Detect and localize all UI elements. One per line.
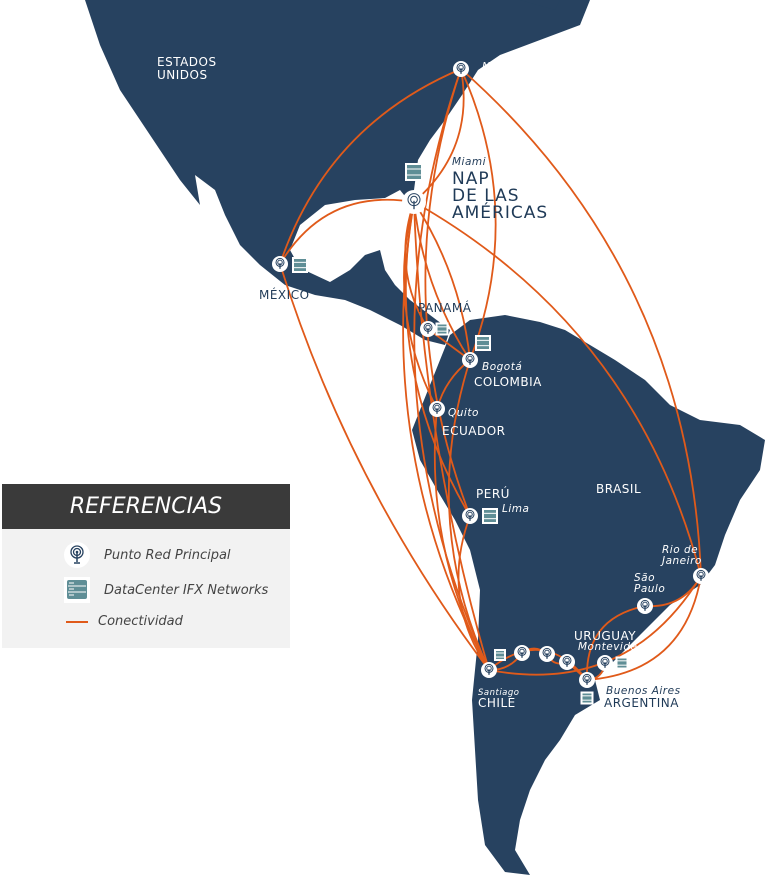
label-rio-2: Janeiro [662, 555, 702, 567]
connection-mia-bog [413, 201, 471, 361]
scl-antenna-icon [481, 662, 497, 678]
connection-mia-bog [413, 201, 471, 361]
legend-item-connection: Conectividad [66, 614, 183, 629]
label-miami: Miami [452, 156, 487, 168]
label-montevideo: Montevideo [578, 641, 645, 653]
label-nap-2: DE LAS [452, 186, 520, 206]
connection-ny-rio [460, 68, 702, 577]
label-mexico: MÉXICO [259, 288, 310, 302]
connection-ny-scl [413, 68, 490, 671]
label-usa-1: ESTADOS [157, 55, 217, 69]
mvd-antenna-icon [597, 655, 613, 671]
label-brasil: BRASIL [596, 482, 642, 496]
label-nap-1: NAP [452, 169, 490, 189]
legend: REFERENCIAS Punto Red Principal DataCent… [2, 484, 290, 648]
south-america-landmass [412, 315, 765, 875]
connection-uio-scl [433, 408, 490, 671]
label-usa-2: UNIDOS [157, 68, 208, 82]
mia-antenna-icon [402, 190, 426, 214]
connection-ny-mia [413, 68, 465, 203]
pan-antenna-icon [420, 321, 436, 337]
label-sp-1: São [634, 572, 656, 584]
colombia-datacenter-icon [475, 335, 491, 351]
panama-datacenter-icon [435, 322, 449, 336]
buenos-aires-datacenter-icon [580, 691, 594, 705]
label-lima: Lima [502, 503, 530, 515]
legend-item-datacenter: DataCenter IFX Networks [64, 577, 268, 603]
connection-rio-ba [586, 575, 702, 681]
sp-antenna-icon [637, 598, 653, 614]
label-panama: PANAMÁ [418, 301, 472, 315]
c3-antenna-icon [559, 654, 575, 670]
legend-item-antenna: Punto Red Principal [64, 542, 231, 568]
connectivity-lines [279, 68, 702, 681]
label-chile: CHILE [478, 696, 516, 710]
ny-antenna-icon [453, 61, 469, 77]
uio-antenna-icon [429, 401, 445, 417]
antenna-icon [64, 542, 90, 568]
connection-lim-scl [457, 515, 490, 671]
connection-mia-scl [413, 201, 490, 671]
c2-antenna-icon [539, 646, 555, 662]
label-sp-2: Paulo [634, 583, 666, 595]
label-ny-1: Nueva [482, 61, 519, 73]
label-santiago: Santiago [478, 688, 520, 698]
connection-mex-scl [279, 263, 490, 671]
connection-ny-bog [460, 68, 497, 361]
label-rio-1: Rio de [662, 544, 699, 556]
label-bogota: Bogotá [482, 361, 523, 373]
legend-title: REFERENCIAS [2, 484, 290, 529]
label-peru: PERÚ [476, 487, 510, 501]
connection-mia-mex [279, 198, 415, 265]
lim-antenna-icon [462, 508, 478, 524]
c1-antenna-icon [514, 645, 530, 661]
legend-label-antenna: Punto Red Principal [104, 547, 231, 563]
rio-antenna-icon [693, 568, 709, 584]
miami-datacenter-icon [405, 163, 423, 181]
mex-antenna-icon [272, 256, 288, 272]
greenland-fragment [520, 0, 560, 10]
legend-label-datacenter: DataCenter IFX Networks [104, 582, 269, 598]
network-nodes [272, 61, 709, 705]
santiago-datacenter-icon [494, 649, 506, 661]
bog-antenna-icon [462, 352, 478, 368]
label-argentina: ARGENTINA [604, 696, 679, 710]
connection-line-swatch [66, 620, 88, 623]
label-ecuador: ECUADOR [442, 424, 506, 438]
legend-label-connection: Conectividad [98, 614, 183, 629]
mexico-datacenter-icon [292, 257, 308, 273]
label-uruguay: URUGUAY [574, 629, 637, 643]
label-buenos-aires: Buenos Aires [606, 685, 681, 697]
lima-datacenter-icon [482, 508, 498, 524]
connection-mia-rio [413, 201, 702, 577]
connection-ny-mex [279, 68, 462, 265]
datacenter-icon [64, 577, 90, 603]
label-ny-2: York [482, 72, 507, 84]
label-colombia: COLOMBIA [474, 375, 542, 389]
label-nap-3: AMÉRICAS [452, 203, 549, 223]
connection-bog-scl [447, 359, 490, 671]
montevideo-datacenter-icon [615, 656, 629, 670]
label-quito: Quito [448, 407, 479, 419]
ba-antenna-icon [579, 672, 595, 688]
